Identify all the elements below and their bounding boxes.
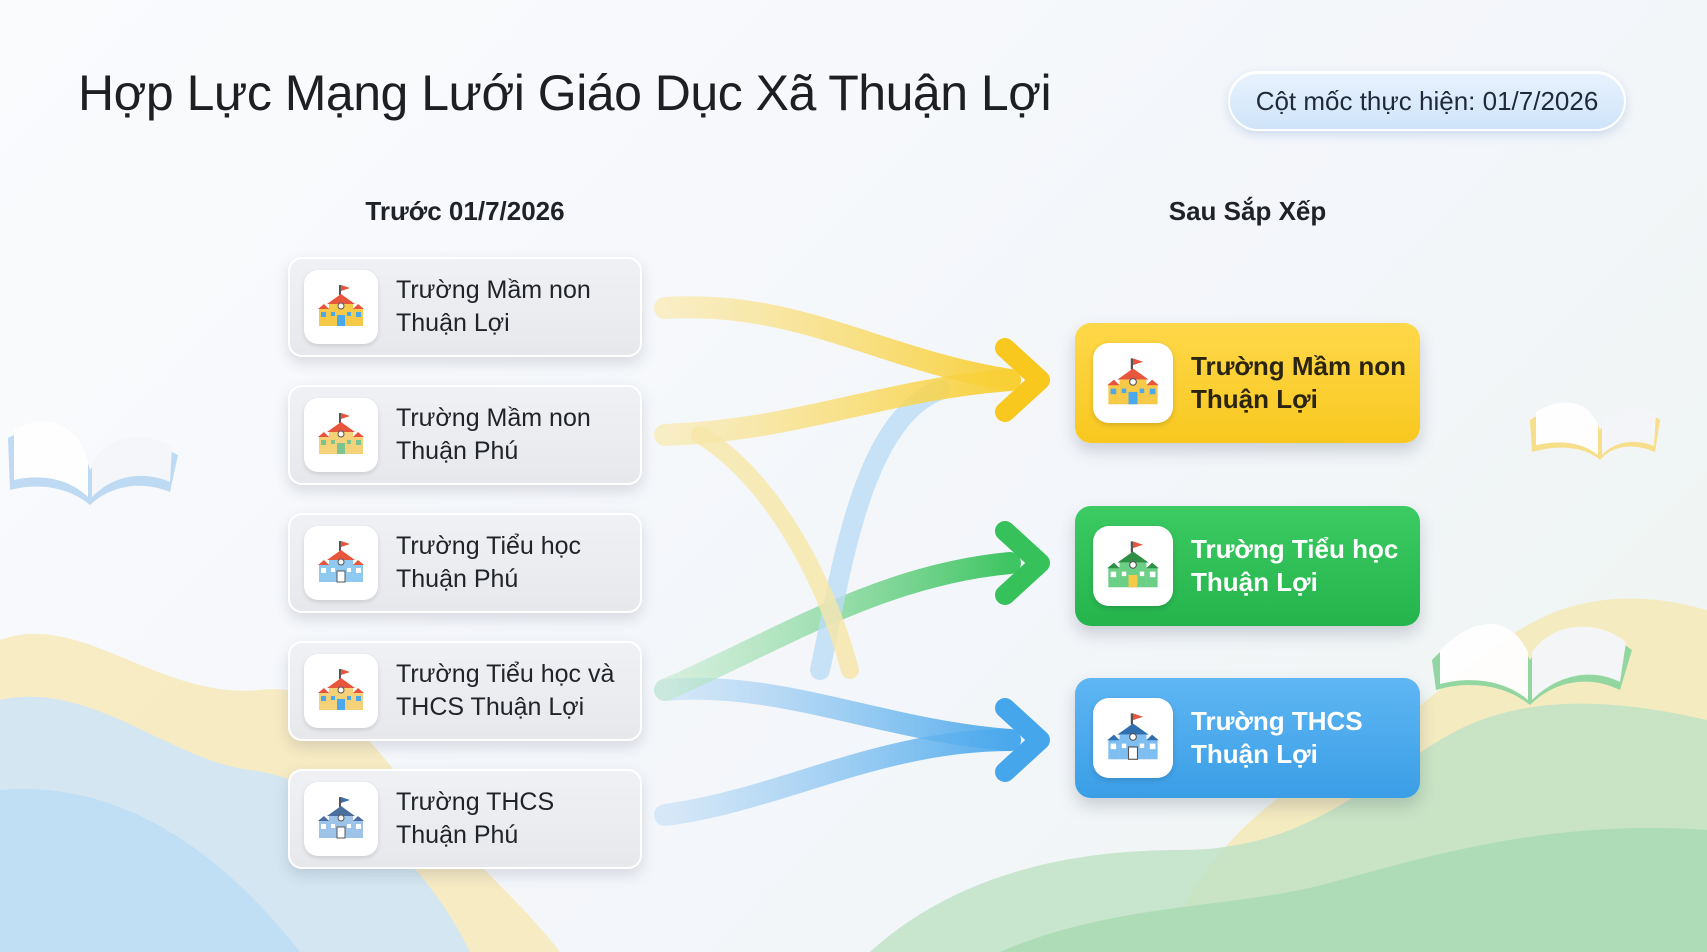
flow-ribbons [654, 296, 1021, 826]
target-card-mam-non-thuan-loi: Trường Mầm non Thuận Lợi [1075, 323, 1420, 443]
book-icon [1432, 623, 1632, 705]
source-card-mam-non-thuan-loi: Trường Mầm non Thuận Lợi [288, 257, 642, 357]
school-icon [1093, 698, 1173, 778]
source-card-label: Trường Tiểu học và THCS Thuận Lợi [396, 660, 615, 721]
source-card-tieu-hoc-va-thcs-thuan-loi: Trường Tiểu học và THCS Thuận Lợi [288, 641, 642, 741]
target-card-label: Trường Mầm non Thuận Lợi [1191, 351, 1406, 414]
flow-ribbon [654, 369, 1021, 446]
page-title: Hợp Lực Mạng Lưới Giáo Dục Xã Thuận Lợi [78, 65, 1052, 121]
arrow-head-icon [995, 521, 1050, 605]
arrow-head-icon [995, 698, 1050, 782]
flow-ribbon [654, 677, 1021, 751]
school-icon [304, 526, 378, 600]
school-icon [304, 782, 378, 856]
school-icon [304, 654, 378, 728]
book-icon [1530, 402, 1660, 460]
milestone-badge: Cột mốc thực hiện: 01/7/2026 [1228, 71, 1626, 131]
target-card-label: Trường Tiểu học Thuận Lợi [1191, 534, 1399, 597]
school-icon [1093, 526, 1173, 606]
target-card-thcs-thuan-loi: Trường THCS Thuận Lợi [1075, 678, 1420, 798]
source-card-tieu-hoc-thuan-phu: Trường Tiểu học Thuận Phú [288, 513, 642, 613]
source-card-thcs-thuan-phu: Trường THCS Thuận Phú [288, 769, 642, 869]
target-card-tieu-hoc-thuan-loi: Trường Tiểu học Thuận Lợi [1075, 506, 1420, 626]
school-icon [304, 398, 378, 472]
before-column-heading: Trước 01/7/2026 [365, 196, 565, 226]
source-card-mam-non-thuan-phu: Trường Mầm non Thuận Phú [288, 385, 642, 485]
book-icon [8, 421, 178, 505]
flow-ribbon [654, 729, 1021, 826]
flow-ribbon [810, 380, 950, 680]
target-card-label: Trường THCS Thuận Lợi [1191, 706, 1363, 769]
flow-ribbon [691, 426, 859, 679]
arrow-head-icon [995, 338, 1050, 422]
source-card-label: Trường Mầm non Thuận Phú [396, 404, 591, 465]
school-icon [1093, 343, 1173, 423]
source-card-label: Trường Mầm non Thuận Lợi [396, 276, 591, 337]
flow-ribbon [654, 296, 1021, 391]
school-icon [304, 270, 378, 344]
source-card-label: Trường Tiểu học Thuận Phú [396, 532, 582, 593]
after-column-heading: Sau Sắp Xếp [1168, 196, 1327, 226]
source-card-label: Trường THCS Thuận Phú [396, 788, 555, 849]
